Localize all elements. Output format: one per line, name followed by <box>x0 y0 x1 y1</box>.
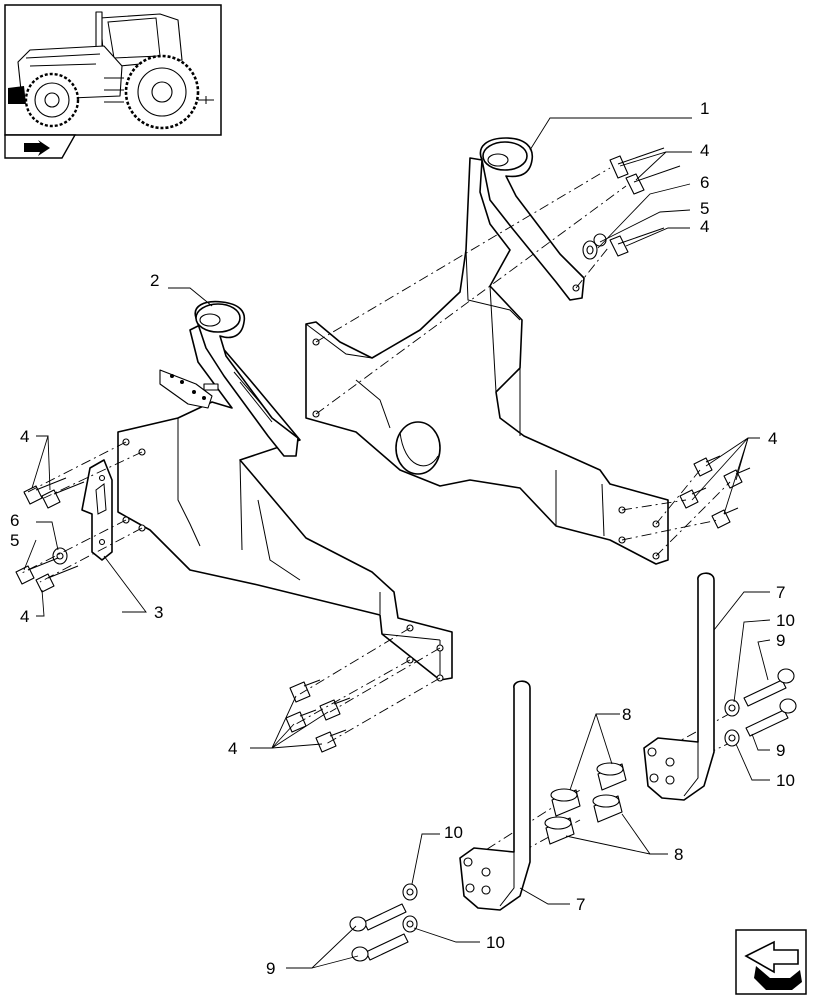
leader-lines <box>23 117 771 969</box>
callout-5: 5 <box>10 531 19 550</box>
part-7-bracket-left <box>459 680 531 911</box>
fastener-group-bottom <box>285 679 351 753</box>
callout-7: 7 <box>776 583 785 602</box>
fastener-group-top-right <box>582 147 681 260</box>
callout-9: 9 <box>776 741 785 760</box>
callout-4: 4 <box>228 739 237 758</box>
callout-10: 10 <box>776 771 795 790</box>
callout-8: 8 <box>622 705 631 724</box>
part-3-plate <box>81 459 113 561</box>
fastener-group-right-lower <box>679 455 751 529</box>
part-10-washers <box>402 699 740 933</box>
callout-7: 7 <box>576 895 585 914</box>
part-8-spacers <box>544 762 627 845</box>
callout-6: 6 <box>700 173 709 192</box>
callout-2: 2 <box>150 271 159 290</box>
callout-10: 10 <box>444 823 463 842</box>
callout-3: 3 <box>154 603 163 622</box>
callout-5: 5 <box>700 199 709 218</box>
part-7-bracket-right <box>643 572 715 801</box>
callout-9: 9 <box>266 959 275 978</box>
callout-labels: 1 2 3 4 6 5 4 4 4 6 5 4 4 7 10 9 9 10 8 … <box>10 99 795 978</box>
callout-4: 4 <box>700 217 709 236</box>
part-1-bracket <box>305 137 669 565</box>
callout-10: 10 <box>486 933 505 952</box>
callout-4: 4 <box>20 427 29 446</box>
next-page-arrow-icon[interactable] <box>735 929 807 995</box>
navigation-arrow-icon[interactable] <box>4 134 77 159</box>
callout-9: 9 <box>776 631 785 650</box>
callout-4: 4 <box>700 141 709 160</box>
fastener-group-left <box>15 477 85 593</box>
callout-8: 8 <box>674 845 683 864</box>
part-2-bracket <box>117 300 453 682</box>
callout-4: 4 <box>768 429 777 448</box>
callout-4: 4 <box>20 607 29 626</box>
tractor-thumbnail-icon <box>4 4 222 136</box>
callout-10: 10 <box>776 611 795 630</box>
callout-6: 6 <box>10 511 19 530</box>
part-9-bolts <box>349 668 797 962</box>
callout-1: 1 <box>700 99 709 118</box>
